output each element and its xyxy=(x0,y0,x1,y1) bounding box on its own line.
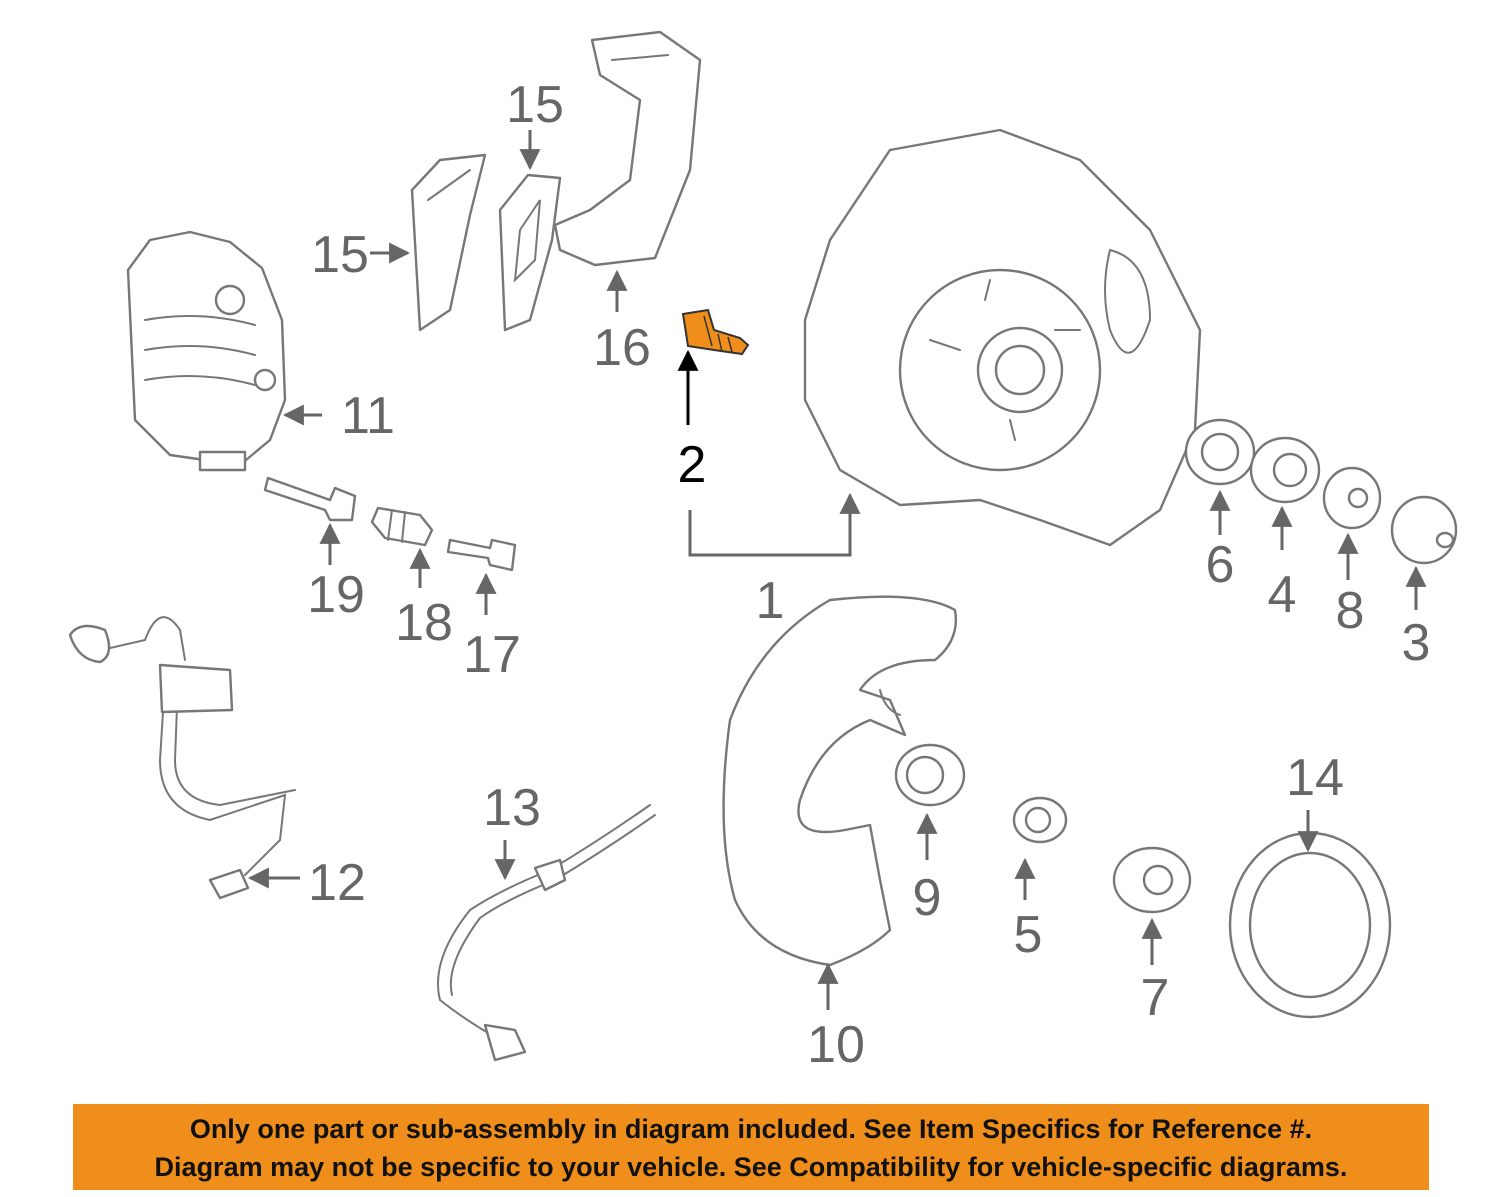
bolt-part-2-highlighted xyxy=(681,308,750,356)
caliper-bracket-part-16 xyxy=(553,30,702,267)
seal-part-6 xyxy=(1184,418,1256,486)
bearing-part-5 xyxy=(1012,796,1068,844)
notice-line-1: Only one part or sub-assembly in diagram… xyxy=(189,1114,1313,1144)
callout-9: 9 xyxy=(913,869,942,927)
callout-3: 3 xyxy=(1402,614,1431,672)
leader-lines xyxy=(247,130,1427,1010)
callout-8: 8 xyxy=(1336,582,1365,640)
callout-14: 14 xyxy=(1286,749,1344,807)
race-part-7 xyxy=(1112,846,1192,914)
callout-12: 12 xyxy=(308,854,366,912)
callout-4: 4 xyxy=(1268,566,1297,624)
notice-banner: Only one part or sub-assembly in diagram… xyxy=(73,1104,1429,1190)
callout-19: 19 xyxy=(307,566,365,624)
callout-17: 17 xyxy=(463,626,521,684)
callout-15-upper: 15 xyxy=(506,76,564,134)
seal-part-9 xyxy=(894,743,966,807)
caliper-part-11 xyxy=(126,230,287,472)
callout-5: 5 xyxy=(1014,906,1043,964)
pad-shim-part-15 xyxy=(498,173,562,332)
abs-sensor-part-13 xyxy=(437,804,656,1062)
bushing-part-18 xyxy=(370,506,434,547)
brake-pad-part-15 xyxy=(410,153,487,332)
brake-hose-part-12 xyxy=(68,616,296,900)
guide-bolt-part-19 xyxy=(263,476,357,522)
callout-10: 10 xyxy=(807,1016,865,1074)
splash-shield-part-10 xyxy=(722,595,957,967)
callout-18: 18 xyxy=(395,594,453,652)
callout-1: 1 xyxy=(756,572,785,630)
cap-part-3 xyxy=(1390,495,1458,565)
callout-2: 2 xyxy=(678,436,707,494)
notice-line-2: Diagram may not be specific to your vehi… xyxy=(154,1152,1348,1182)
callout-15-left: 15 xyxy=(311,226,369,284)
callout-6: 6 xyxy=(1206,536,1235,594)
washer-part-8 xyxy=(1322,466,1382,530)
rotor-hub-part-1 xyxy=(803,128,1202,547)
callout-7: 7 xyxy=(1141,969,1170,1027)
seal-part-14 xyxy=(1228,831,1392,1019)
callout-16: 16 xyxy=(593,319,651,377)
bolt-part-17 xyxy=(446,538,517,572)
bearing-part-4 xyxy=(1249,436,1321,504)
callout-11: 11 xyxy=(341,387,395,445)
callout-labels: 1 2 3 4 5 6 7 8 9 10 11 12 13 14 15 15 1… xyxy=(307,76,1430,1074)
callout-13: 13 xyxy=(483,779,541,837)
